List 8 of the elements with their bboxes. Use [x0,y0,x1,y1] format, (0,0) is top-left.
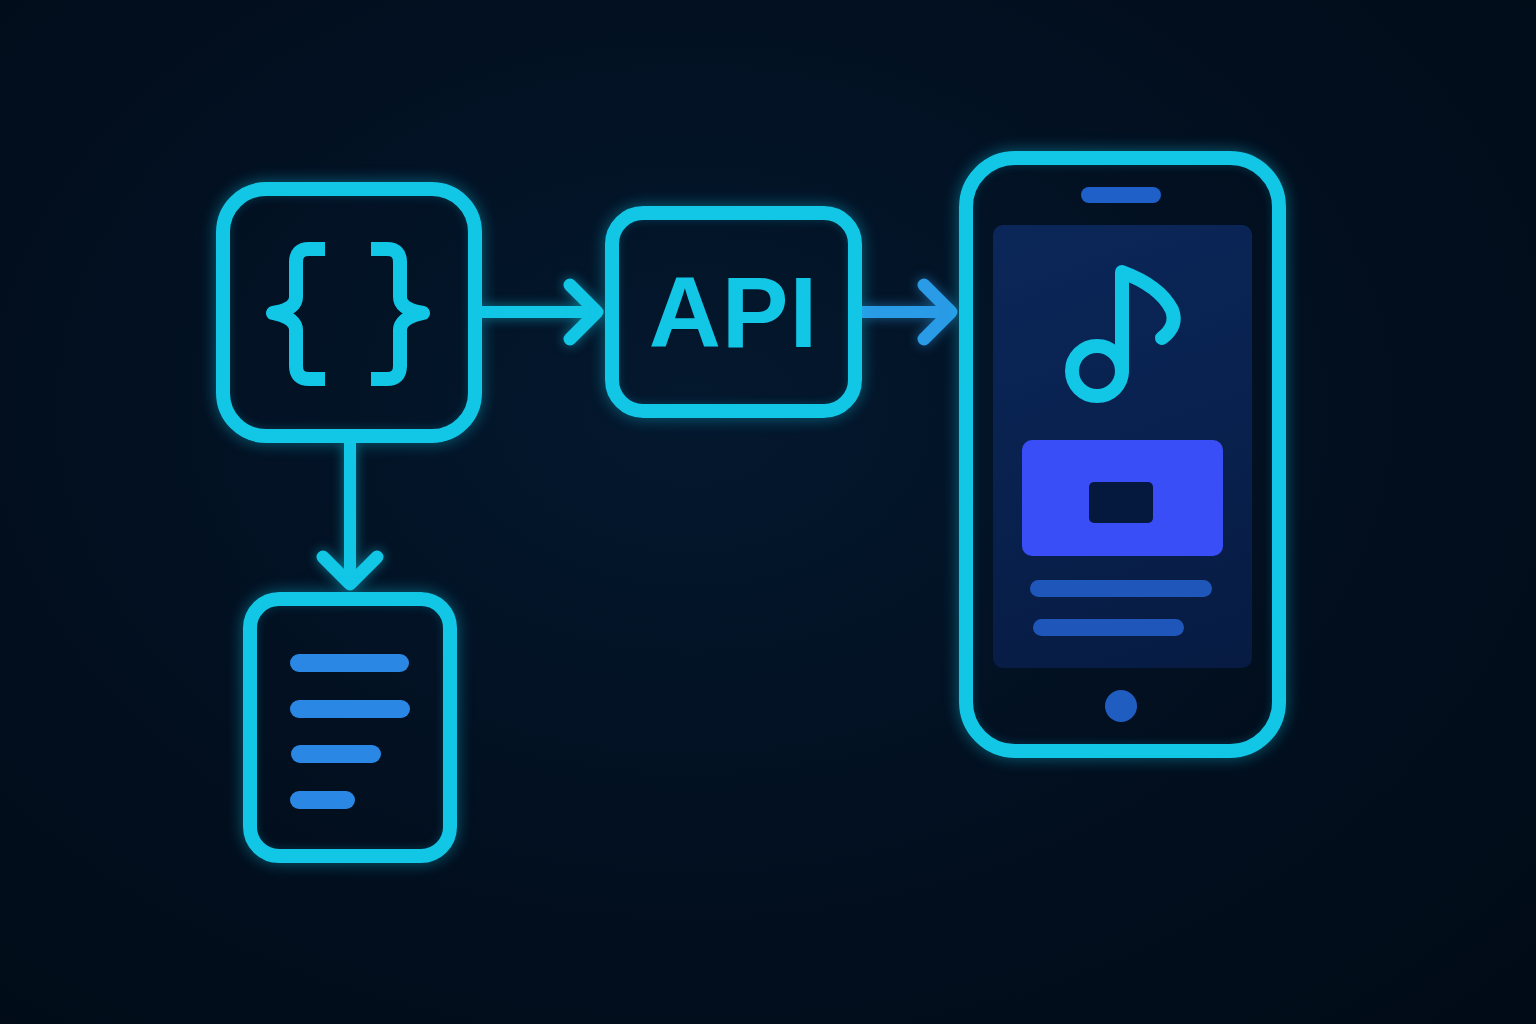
arrow [482,278,604,346]
node-label: API [648,262,819,362]
code-box [216,182,482,443]
phone-frame [959,151,1286,758]
document-box [243,592,457,863]
arrow [862,278,958,346]
arrow [316,443,384,591]
process-box [605,206,862,418]
